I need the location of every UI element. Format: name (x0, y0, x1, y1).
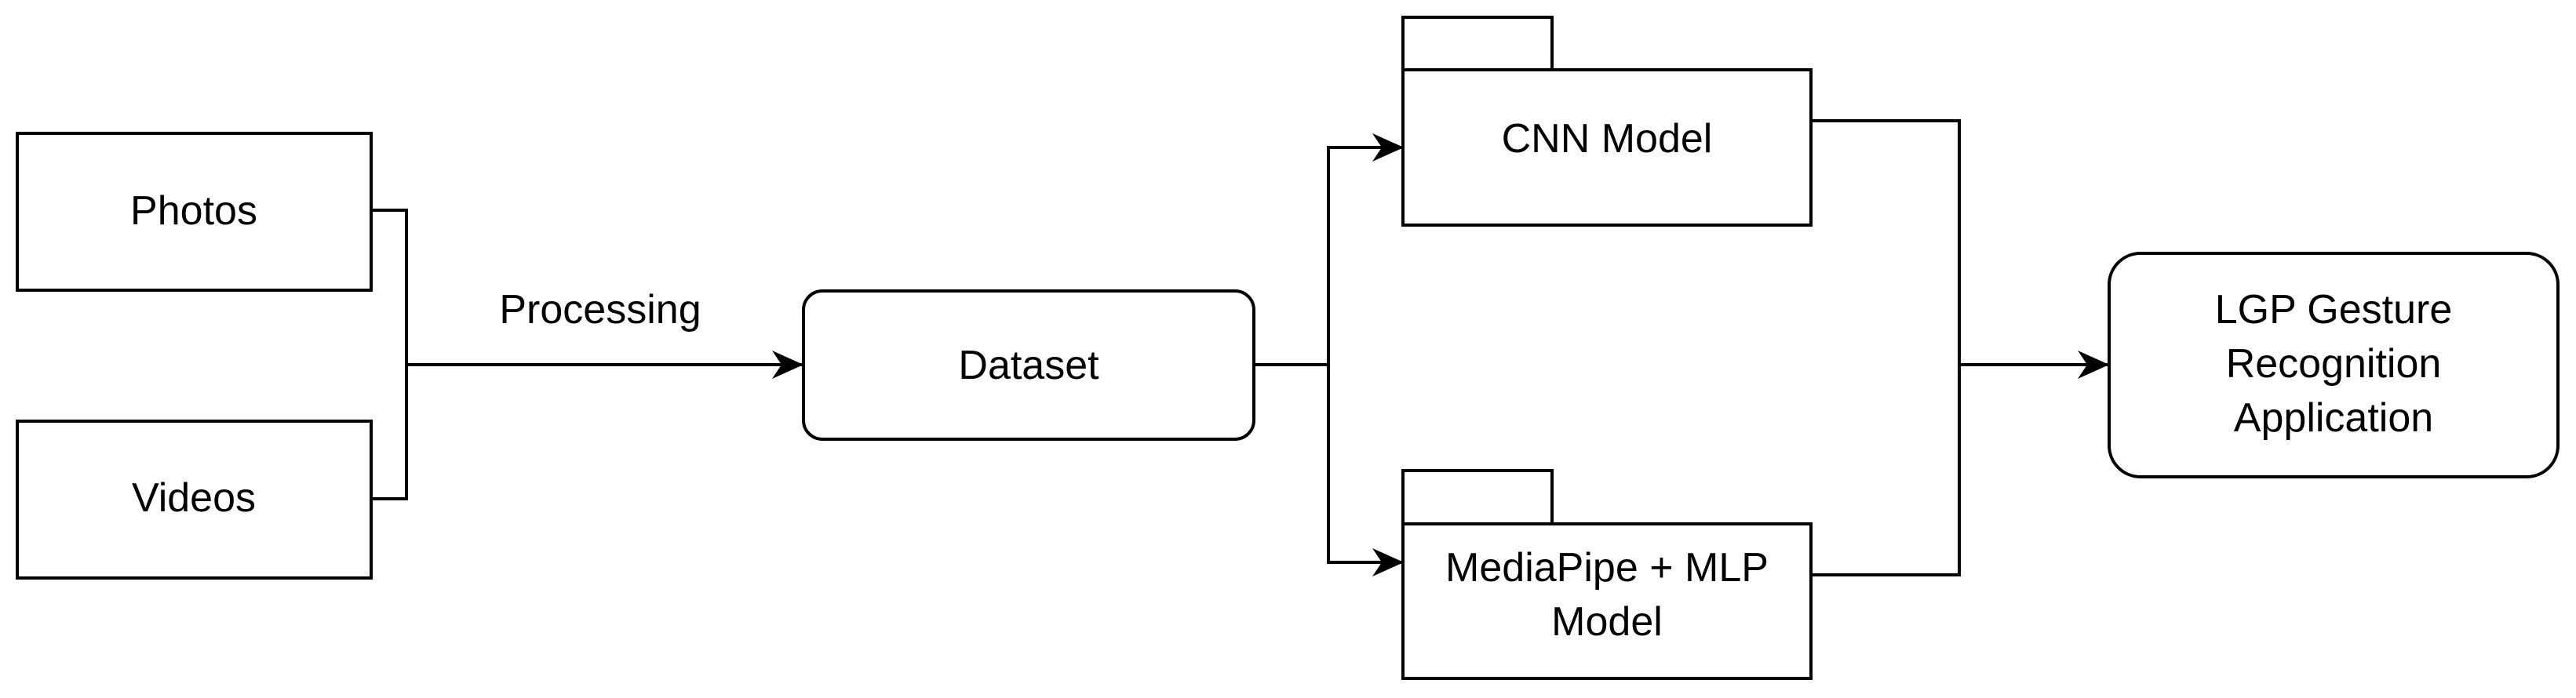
connectors (371, 119, 2109, 576)
edge-split-to-mediapipe (1327, 365, 1404, 576)
processing-label: Processing (499, 287, 701, 333)
edge-videos-to-merge (371, 365, 408, 500)
edge-cnn-to-join (1811, 119, 1961, 365)
svg-text:Photos: Photos (130, 188, 257, 234)
svg-text:LGP Gesture: LGP Gesture (2215, 287, 2453, 333)
edge-mediapipe-to-join (1811, 365, 1961, 576)
svg-text:MediaPipe + MLP: MediaPipe + MLP (1445, 545, 1769, 591)
svg-text:CNN Model: CNN Model (1502, 116, 1713, 162)
svg-text:Videos: Videos (132, 475, 256, 521)
svg-text:Application: Application (2234, 395, 2433, 441)
node-lgp-app: LGP Gesture Recognition Application (2108, 252, 2560, 478)
svg-text:Dataset: Dataset (958, 343, 1099, 388)
node-mediapipe-mlp-model: MediaPipe + MLP Model (1401, 469, 1813, 680)
svg-text:Recognition: Recognition (2226, 341, 2442, 387)
node-videos: Videos (16, 420, 373, 580)
node-dataset: Dataset (802, 289, 1255, 441)
node-photos: Photos (16, 132, 373, 292)
svg-text:Model: Model (1551, 599, 1663, 645)
edge-photos-to-merge (371, 209, 408, 365)
node-cnn-model: CNN Model (1401, 16, 1813, 227)
edge-split-to-cnn (1327, 133, 1404, 365)
